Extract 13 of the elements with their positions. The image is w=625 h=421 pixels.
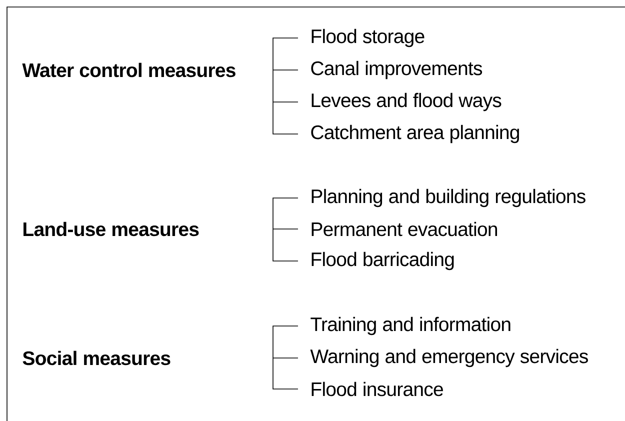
item-label: Flood storage: [312, 28, 424, 48]
item-label: Canal improvements: [311, 60, 482, 80]
item-label: Flood barricading: [312, 252, 454, 270]
item-label: Planning and building regulations: [312, 188, 586, 208]
item-label: Levees and flood ways: [312, 92, 502, 112]
category-label: Social measures: [22, 350, 170, 366]
category-label: Water control measures: [22, 62, 236, 78]
item-label: Flood insurance: [312, 382, 443, 396]
item-label: Permanent evacuation: [312, 222, 497, 236]
item-label: Warning and emergency services: [310, 348, 588, 368]
item-label: Training and information: [310, 316, 510, 336]
category-label: Land-use measures: [24, 222, 199, 236]
item-label: Catchment area planning: [311, 124, 519, 144]
